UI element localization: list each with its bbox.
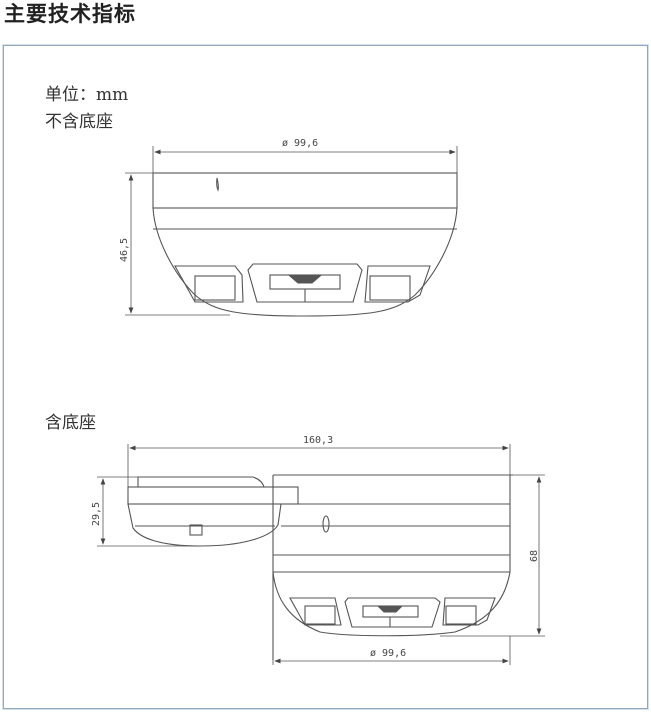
unit-label: 单位：mm (45, 85, 129, 105)
dim-total-width: 160,3 (303, 435, 333, 446)
dim-height-top: 46,5 (119, 238, 130, 262)
page-title: 主要技术指标 (4, 2, 136, 26)
caption-with-base: 含底座 (45, 413, 96, 433)
detector-with-base-drawing (97, 444, 545, 665)
dim-diameter-bottom: ø 99,6 (370, 648, 406, 659)
dim-diameter-top: ø 99,6 (282, 138, 318, 149)
detector-without-base-drawing (125, 146, 458, 317)
caption-without-base: 不含底座 (45, 112, 113, 132)
dim-base-height: 29,5 (91, 502, 102, 526)
dim-total-height: 68 (529, 550, 540, 562)
